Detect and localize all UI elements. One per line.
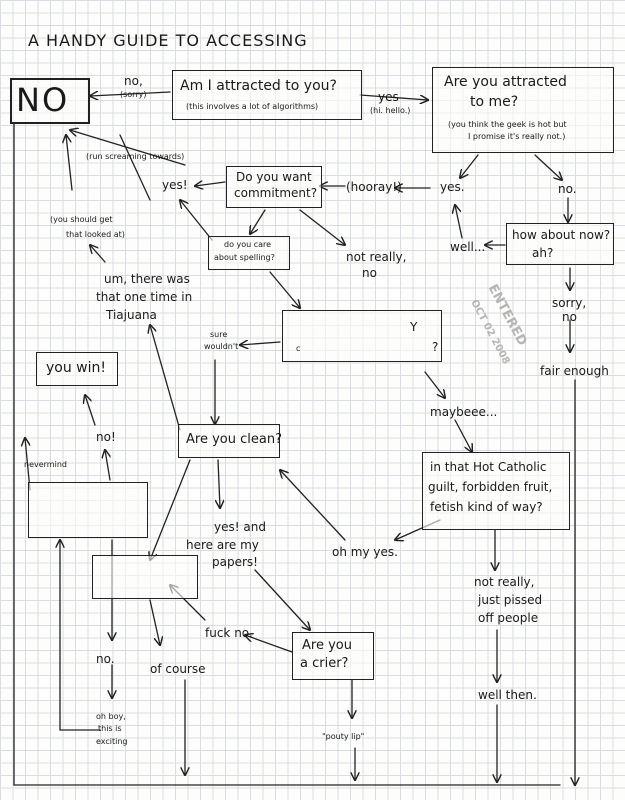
label-yes-hi: yes bbox=[378, 90, 399, 104]
label-pissed-2: just pissed bbox=[478, 593, 543, 607]
blank-box-2 bbox=[28, 482, 148, 538]
label-no-sorry-2: (sorry) bbox=[120, 90, 147, 99]
catholic-box bbox=[422, 452, 570, 530]
catholic-line3: fetish kind of way? bbox=[430, 500, 543, 514]
label-um-1: um, there was bbox=[104, 272, 190, 286]
label-um-2: that one time in bbox=[96, 290, 193, 304]
label-hi-hello: (hi. hello.) bbox=[370, 106, 411, 115]
no-box bbox=[10, 78, 90, 124]
clean-text: Are you clean? bbox=[186, 432, 282, 447]
label-oh-my-yes: oh my yes. bbox=[332, 545, 398, 559]
are-you-attracted-line1: Are you attracted bbox=[444, 74, 567, 90]
label-nevermind: nevermind bbox=[24, 460, 67, 469]
blank-box-y bbox=[282, 310, 442, 362]
label-yes-dot: yes. bbox=[440, 180, 465, 194]
label-oh-boy-1: oh boy, bbox=[96, 712, 126, 721]
spelling-line1: do you care bbox=[224, 240, 272, 249]
label-oh-boy-3: exciting bbox=[96, 737, 128, 746]
label-yes-papers-2: here are my bbox=[186, 538, 259, 552]
label-sure-1: sure bbox=[210, 330, 228, 339]
label-run-screaming: (run screaming towards) bbox=[86, 152, 185, 161]
commitment-line1: Do you want bbox=[236, 170, 312, 184]
page-title: A HANDY GUIDE TO ACCESSING bbox=[28, 31, 308, 50]
label-no-sorry-1: no, bbox=[124, 74, 143, 88]
how-about-line2: ah? bbox=[532, 246, 554, 260]
crier-box bbox=[292, 632, 374, 680]
catholic-line1: in that Hot Catholic bbox=[430, 460, 547, 474]
label-pouty-lip: "pouty lip" bbox=[322, 732, 365, 741]
are-you-attracted-line2: to me? bbox=[470, 94, 519, 110]
label-no-left: no. bbox=[96, 652, 115, 666]
label-should-1: (you should get bbox=[50, 215, 113, 224]
crier-line2: a crier? bbox=[300, 656, 349, 671]
spelling-box bbox=[208, 236, 290, 270]
label-pissed-3: off people bbox=[478, 611, 539, 625]
label-no-dot: no. bbox=[558, 182, 577, 196]
label-um-3: Tiajuana bbox=[106, 308, 157, 322]
attracted-box bbox=[172, 70, 362, 120]
catholic-line2: guilt, forbidden fruit, bbox=[428, 480, 553, 494]
are-you-attracted-box bbox=[432, 67, 614, 153]
label-hooray: (hooray!) bbox=[346, 180, 402, 194]
spelling-line2: about spelling? bbox=[214, 253, 275, 262]
geek-note-line2: I promise it's really not.) bbox=[468, 132, 566, 141]
label-of-course: of course bbox=[150, 662, 206, 676]
blank-box-y-q: ? bbox=[432, 340, 439, 354]
attracted-note: (this involves a lot of algorithms) bbox=[186, 102, 319, 111]
label-not-really-1: not really, bbox=[346, 250, 407, 264]
blank-box-y-c: c bbox=[296, 344, 301, 353]
label-fair-enough: fair enough bbox=[540, 364, 609, 378]
label-sorry-1: sorry, bbox=[552, 296, 587, 310]
label-not-really-2: no bbox=[362, 266, 377, 280]
commitment-line2: commitment? bbox=[234, 186, 318, 200]
how-about-line1: how about now? bbox=[512, 228, 611, 242]
you-win-text: you win! bbox=[46, 360, 106, 376]
label-well: well... bbox=[450, 240, 486, 254]
label-oh-boy-2: this is bbox=[98, 724, 122, 733]
crier-line1: Are you bbox=[302, 638, 352, 653]
label-fuck-no: fuck no. bbox=[205, 626, 253, 640]
label-pissed-1: not really, bbox=[474, 575, 535, 589]
you-win-box bbox=[36, 352, 118, 386]
label-no-excl: no! bbox=[96, 430, 116, 444]
label-yes-papers-1: yes! and bbox=[214, 520, 266, 534]
label-yes-excl: yes! bbox=[162, 178, 188, 192]
label-should-2: that looked at) bbox=[66, 230, 125, 239]
commitment-box bbox=[226, 166, 322, 208]
label-sure-2: wouldn't bbox=[204, 342, 239, 351]
label-maybeee: maybeee... bbox=[430, 405, 498, 419]
blank-box-y-letter: Y bbox=[410, 320, 418, 334]
no-label: NO bbox=[16, 81, 70, 119]
geek-note-line1: (you think the geek is hot but bbox=[448, 120, 567, 129]
label-sorry-2: no bbox=[562, 310, 577, 324]
clean-box bbox=[178, 424, 280, 458]
label-well-then: well then. bbox=[478, 688, 537, 702]
how-about-now-box bbox=[506, 223, 614, 265]
label-yes-papers-3: papers! bbox=[212, 555, 258, 569]
blank-box-3 bbox=[92, 555, 198, 599]
attracted-text: Am I attracted to you? bbox=[180, 78, 337, 94]
